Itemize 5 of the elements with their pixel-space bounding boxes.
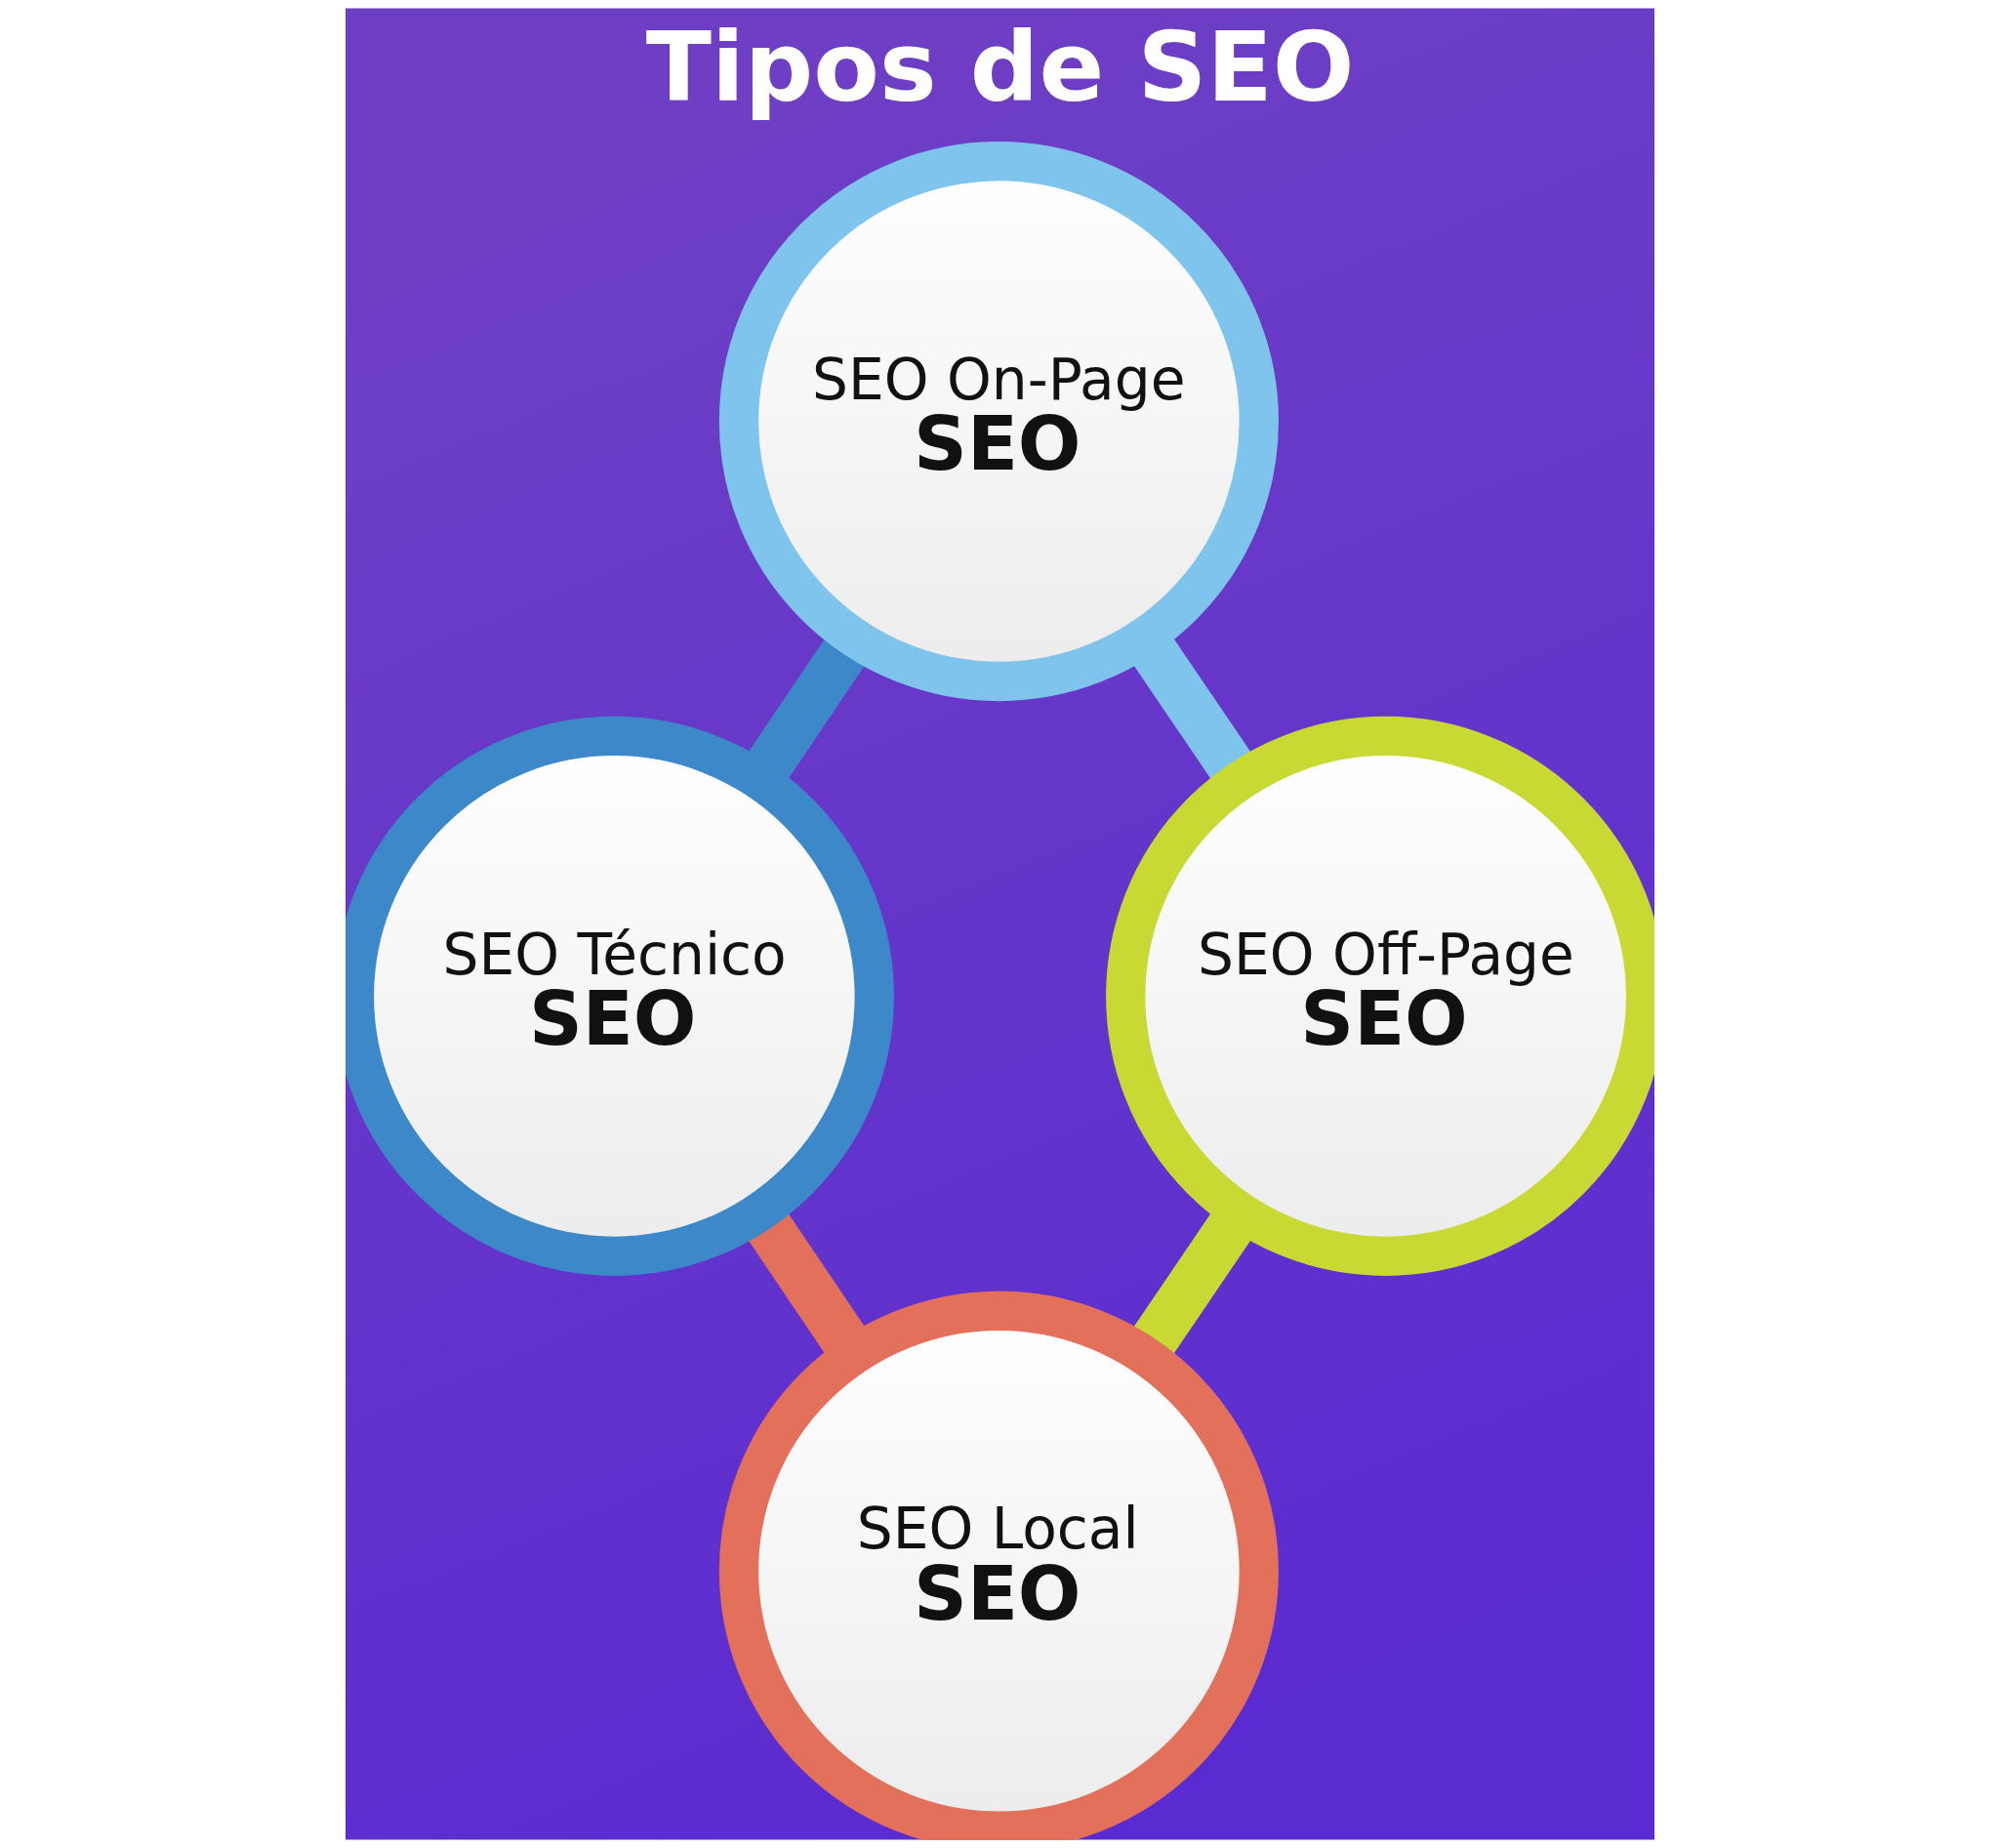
node-circle: SEO On-Page SEO (718, 142, 1279, 702)
node-circle: SEO Local SEO (718, 1291, 1279, 1840)
node-circle: SEO Técnico SEO (345, 716, 894, 1276)
diagram-title: Tipos de SEO (645, 11, 1354, 123)
node-circle: SEO Off-Page SEO (1105, 716, 1654, 1276)
